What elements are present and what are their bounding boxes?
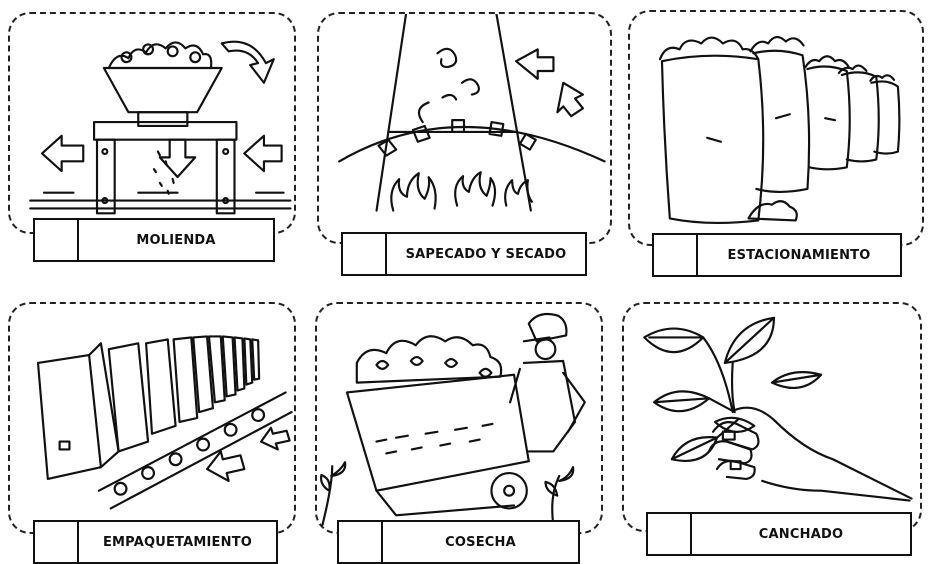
- label-molienda: MOLIENDA: [136, 232, 216, 248]
- label-cosecha: COSECHA: [445, 534, 516, 550]
- label-box-molienda: MOLIENDA: [33, 218, 275, 262]
- card-empaquetamiento: [8, 302, 296, 534]
- label-box-estacionamiento: ESTACIONAMIENTO: [652, 233, 902, 277]
- card-molienda: [8, 12, 296, 234]
- card-estacionamiento: [628, 10, 924, 246]
- label-box-cosecha: COSECHA: [337, 520, 580, 564]
- label-estacionamiento: ESTACIONAMIENTO: [727, 247, 871, 263]
- card-sapecado: [317, 12, 612, 244]
- cosecha-illustration: [320, 312, 586, 527]
- estacionamiento-illustration: [658, 35, 901, 225]
- label-box-sapecado: SAPECADO Y SECADO: [341, 232, 587, 276]
- card-cosecha: [315, 302, 603, 534]
- number-cell[interactable]: [35, 220, 79, 260]
- card-canchado: [622, 302, 922, 532]
- label-canchado: CANCHADO: [758, 526, 844, 542]
- label-box-empaquetamiento: EMPAQUETAMIENTO: [33, 520, 278, 564]
- molienda-illustration: [29, 40, 292, 215]
- number-cell[interactable]: [648, 514, 692, 554]
- sapecado-illustration: [338, 14, 606, 212]
- number-cell[interactable]: [343, 234, 387, 274]
- label-empaquetamiento: EMPAQUETAMIENTO: [102, 534, 253, 550]
- number-cell[interactable]: [339, 522, 383, 562]
- number-cell[interactable]: [35, 522, 79, 562]
- label-box-canchado: CANCHADO: [646, 512, 912, 556]
- canchado-illustration: [643, 316, 913, 502]
- number-cell[interactable]: [654, 235, 698, 275]
- label-sapecado: SAPECADO Y SECADO: [405, 246, 567, 262]
- empaquetamiento-illustration: [36, 335, 293, 510]
